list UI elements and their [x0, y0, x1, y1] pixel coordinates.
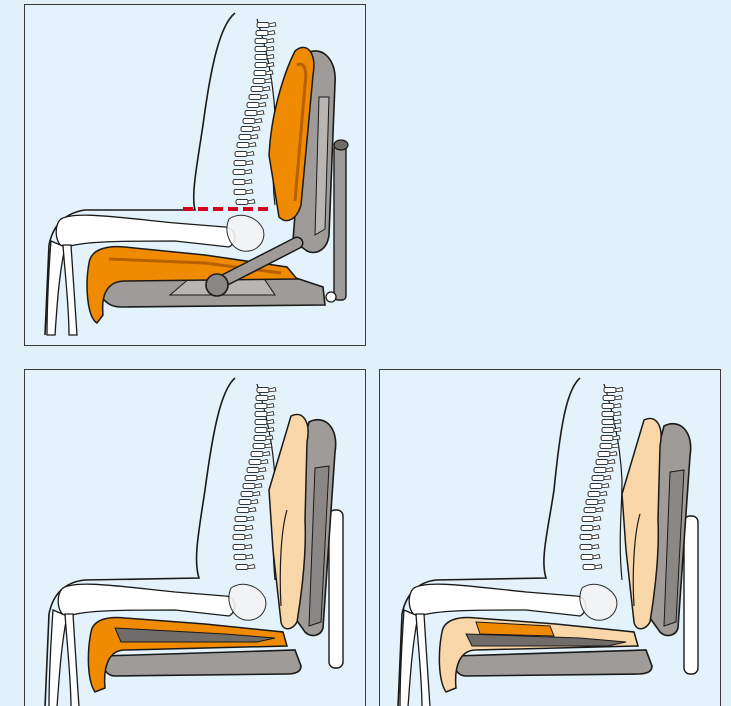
recliner-hub	[206, 274, 228, 296]
seat-rear-post	[329, 510, 343, 668]
pelvis	[580, 584, 617, 620]
seat-diagram-panel-top	[24, 4, 366, 346]
seat-diagram-panel-bottom-right	[379, 369, 721, 706]
spine	[580, 387, 623, 569]
seat-rear-post	[684, 516, 698, 674]
seat-rear-post	[334, 140, 348, 300]
seat-diagram-panel-bottom-left	[24, 369, 366, 706]
pelvis	[227, 215, 264, 251]
pelvis	[229, 584, 266, 620]
seat-base-frame	[454, 650, 652, 676]
spine	[233, 22, 276, 204]
spine	[233, 387, 276, 569]
pivot-bolt	[326, 292, 336, 302]
seat-base-frame	[103, 650, 301, 676]
